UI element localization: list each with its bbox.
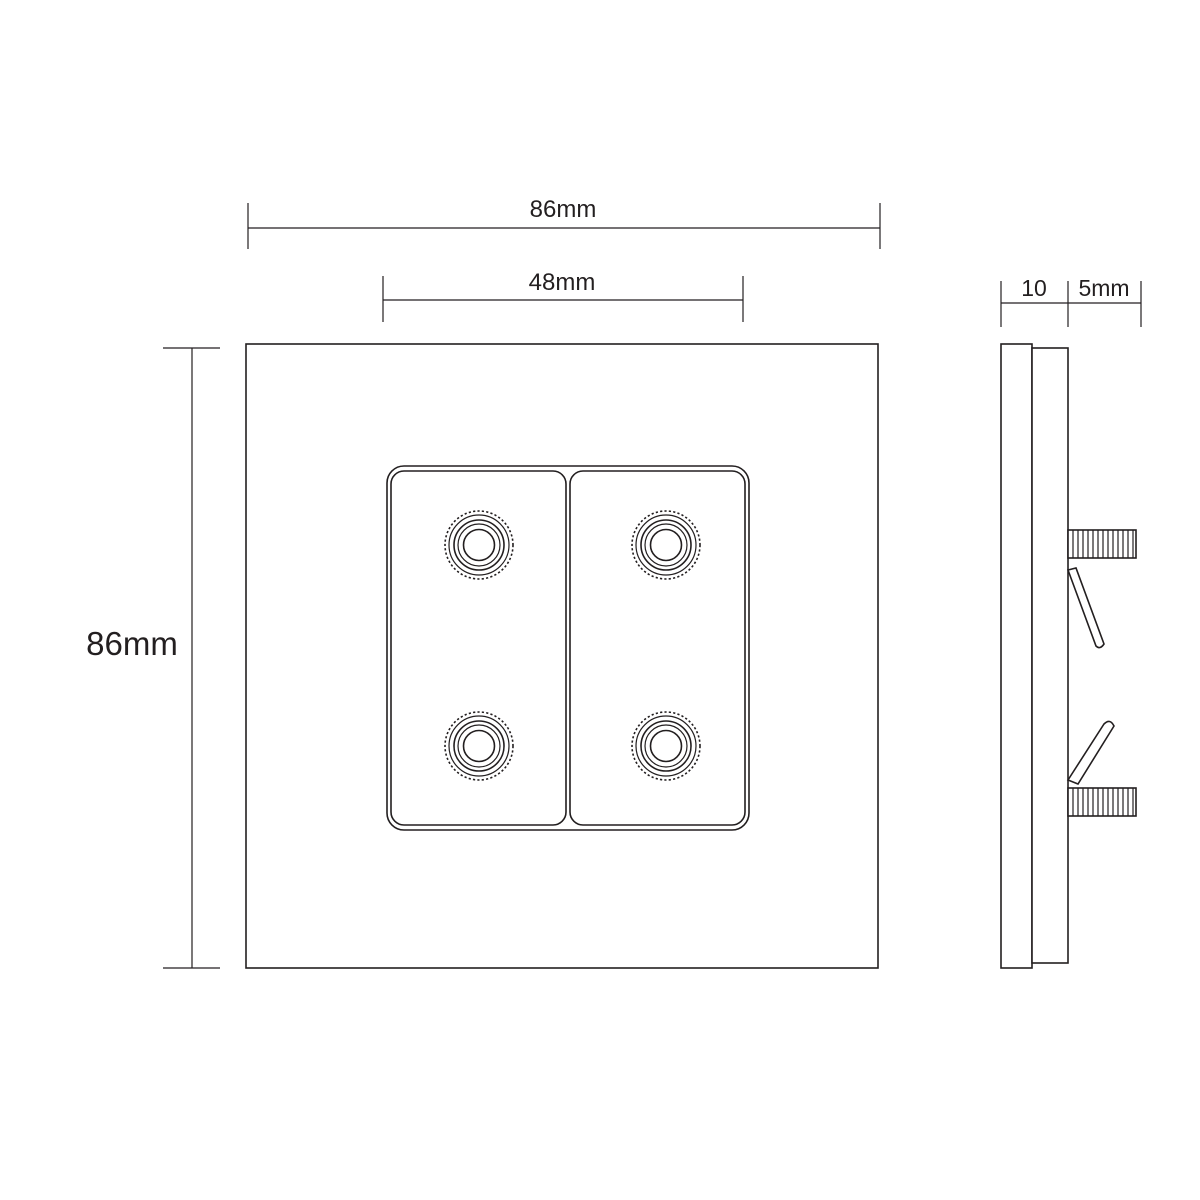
dimension-overall-width: 86mm bbox=[247, 196, 881, 249]
face-plate bbox=[245, 343, 879, 969]
dimension-overall-height: 86mm bbox=[86, 347, 220, 969]
overall-height-label: 86mm bbox=[86, 625, 178, 662]
side-stud-top bbox=[1067, 529, 1137, 559]
left-rocker bbox=[390, 470, 567, 826]
depth-plate-label: 10 bbox=[1021, 275, 1047, 301]
switch-module bbox=[386, 465, 750, 831]
side-body bbox=[1031, 347, 1069, 964]
side-lever-top bbox=[1066, 567, 1105, 649]
front-view bbox=[245, 343, 879, 969]
right-rocker bbox=[569, 470, 746, 826]
switch-width-label: 48mm bbox=[529, 269, 596, 296]
dimension-switch-width: 48mm bbox=[382, 269, 744, 322]
dimension-depth: 10 5mm bbox=[1000, 275, 1142, 327]
depth-screw-label: 5mm bbox=[1078, 275, 1129, 301]
side-stud-bottom bbox=[1067, 787, 1137, 817]
side-view bbox=[1000, 343, 1137, 969]
overall-width-label: 86mm bbox=[530, 196, 597, 223]
side-lever-bottom bbox=[1066, 720, 1115, 785]
side-plate bbox=[1000, 343, 1033, 969]
